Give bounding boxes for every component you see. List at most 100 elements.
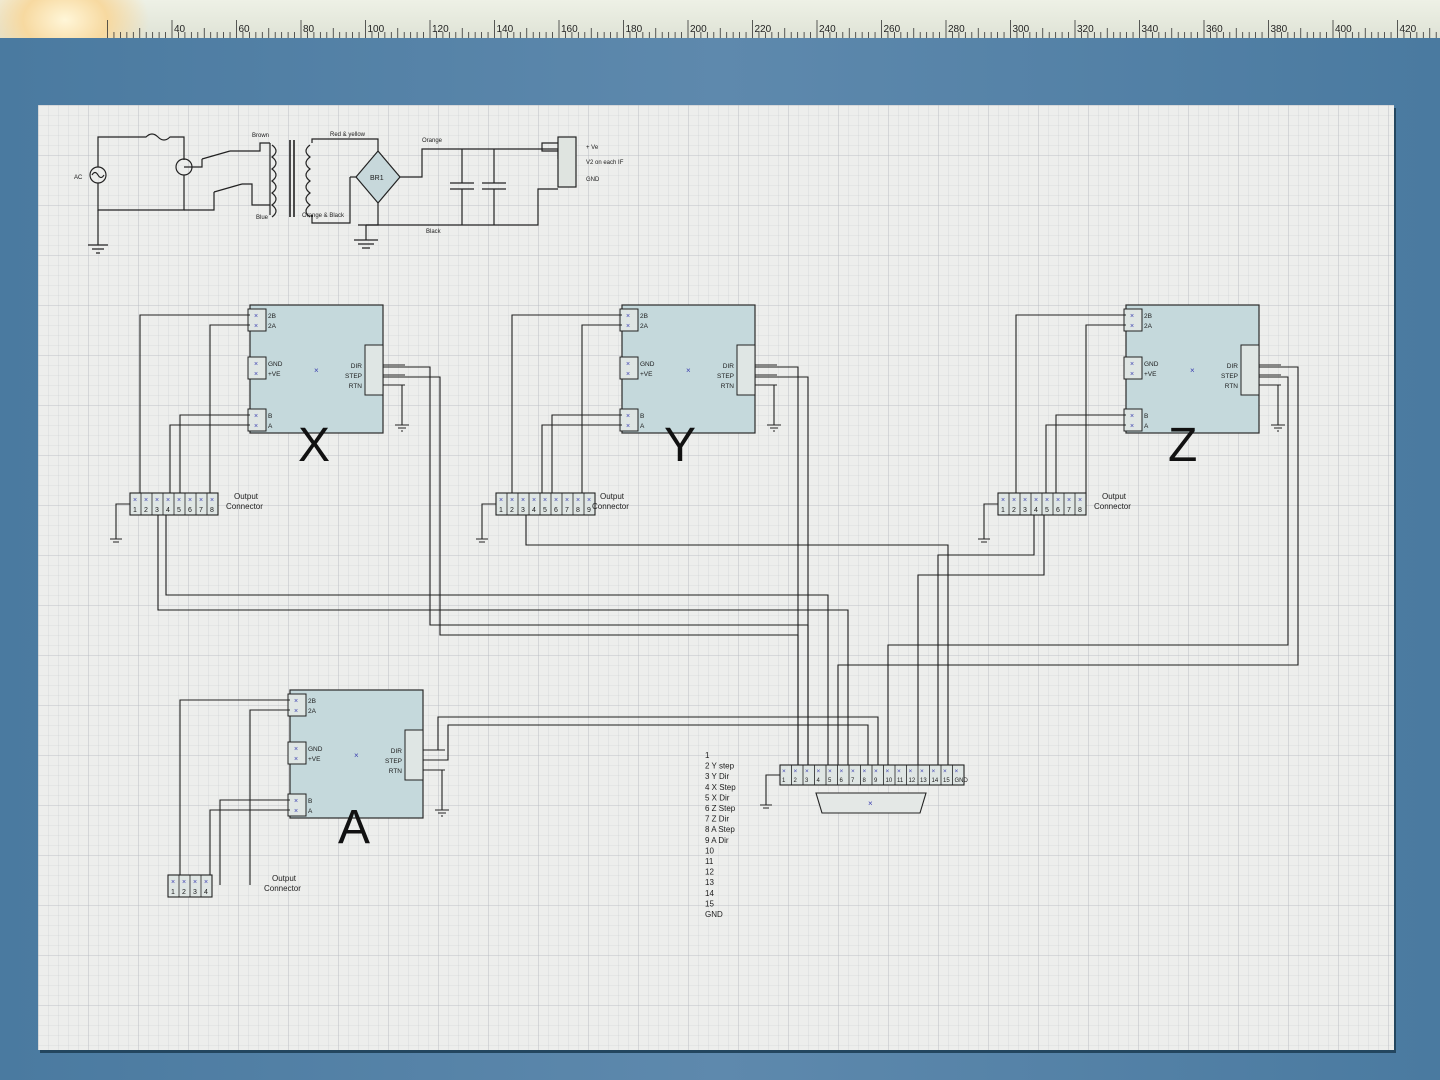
pin-marker-icon: × <box>1023 497 1027 504</box>
pin-marker-icon: × <box>254 323 258 330</box>
pin-marker-icon: × <box>932 768 936 775</box>
coil-wire <box>511 314 622 500</box>
pin-marker-icon: × <box>294 746 298 753</box>
ground-icon <box>383 384 409 432</box>
pin-marker-icon: × <box>294 698 298 705</box>
driver-pin-label: RTN <box>721 383 735 390</box>
port-pin-number: 12 <box>909 778 916 784</box>
coil-wire <box>179 699 290 885</box>
power-supply-circuit[interactable] <box>88 133 577 254</box>
port-pin-number: 5 <box>828 778 832 784</box>
capacitor-2-icon <box>482 149 506 225</box>
pin-marker-icon: × <box>133 497 137 504</box>
pin-marker-icon: × <box>1130 323 1134 330</box>
power-label-orange-black: Orange & Black <box>302 213 345 219</box>
power-label-orange: Orange <box>422 138 443 144</box>
pin-marker-icon: × <box>626 423 630 430</box>
pin-marker-icon: × <box>794 768 798 775</box>
power-label-brown: Brown <box>252 133 269 139</box>
pin-marker-icon: × <box>576 497 580 504</box>
pin-marker-icon: × <box>1130 371 1134 378</box>
connector-pin-number: 3 <box>1023 507 1027 514</box>
legend-line: 4 X Step <box>705 783 736 792</box>
ruler-label: 200 <box>690 24 707 35</box>
driver-pin-label: B <box>268 413 272 420</box>
connector-pin-number: 8 <box>576 507 580 514</box>
ruler-label: 180 <box>626 24 643 35</box>
ground-icon <box>110 503 130 543</box>
driver-signal-block <box>364 344 384 396</box>
ruler-label: 220 <box>755 24 772 35</box>
capacitor-1-icon <box>450 149 474 225</box>
pin-marker-icon: × <box>587 497 591 504</box>
parallel-port-connector[interactable]: ×1×2×3×4×5×6×7×8×9×10×11×12×13×14×15×GND… <box>760 764 969 814</box>
connector-pin-number: 7 <box>199 507 203 514</box>
pin-marker-icon: × <box>188 497 192 504</box>
power-label-each: V2 on each IF <box>586 160 624 166</box>
power-label-ve: + Ve <box>586 145 599 151</box>
power-label-gnd: GND <box>586 177 600 183</box>
port-pin-number: 11 <box>897 778 904 784</box>
ground-icon <box>1259 384 1285 432</box>
connector-pin-number: 4 <box>204 889 208 896</box>
driver-terminal-block <box>247 356 267 380</box>
connector-pin-number: 1 <box>499 507 503 514</box>
pin-marker-icon: × <box>840 768 844 775</box>
legend-line: 12 <box>705 868 714 877</box>
driver-pin-label: 2A <box>1144 323 1153 330</box>
driver-body <box>621 304 756 434</box>
legend-line: 5 X Dir <box>705 793 730 802</box>
pin-marker-icon: × <box>943 768 947 775</box>
coil-wire <box>551 414 622 500</box>
center-marker-icon: × <box>1190 366 1195 375</box>
connector-pin-number: 3 <box>521 507 525 514</box>
legend-line: 9 A Dir <box>705 836 729 845</box>
pin-marker-icon: × <box>955 768 959 775</box>
connector-pin-number: 5 <box>543 507 547 514</box>
legend-line: GND <box>705 910 723 919</box>
ground-icon <box>423 769 449 817</box>
coil-wire <box>1045 424 1126 500</box>
pin-marker-icon: × <box>626 413 630 420</box>
schematic-sheet[interactable]: AC Brown Blue Red & yellow Orange & Blac… <box>38 105 1394 1050</box>
driver-pin-label: STEP <box>717 373 734 380</box>
pin-marker-icon: × <box>626 323 630 330</box>
driver-pin-label: GND <box>268 361 283 368</box>
power-label-blue: Blue <box>256 215 269 221</box>
center-marker-icon: × <box>314 366 319 375</box>
pin-marker-icon: × <box>521 497 525 504</box>
driver-terminal-block <box>1123 356 1143 380</box>
pin-marker-icon: × <box>254 371 258 378</box>
power-label-black: Black <box>426 229 442 235</box>
pin-marker-icon: × <box>909 768 913 775</box>
ruler-label: 340 <box>1142 24 1159 35</box>
ruler-label: 140 <box>497 24 514 35</box>
power-label-bridge: BR1 <box>370 175 384 182</box>
driver-terminal-block <box>247 308 267 332</box>
legend-line: 2 Y step <box>705 762 735 771</box>
transformer-secondary-icon <box>305 144 311 218</box>
connector-pin-number: 3 <box>155 507 159 514</box>
pin-marker-icon: × <box>1012 497 1016 504</box>
coil-wire <box>209 324 250 500</box>
port-pin-number: 13 <box>920 778 927 784</box>
connector-label: Output <box>234 492 259 501</box>
transformer-primary-icon <box>271 144 277 218</box>
pin-marker-icon: × <box>199 497 203 504</box>
pin-marker-icon: × <box>817 768 821 775</box>
driver-pin-label: B <box>1144 413 1148 420</box>
driver-pin-label: +VE <box>268 371 281 378</box>
pin-marker-icon: × <box>254 423 258 430</box>
driver-pin-label: A <box>640 423 645 430</box>
pin-marker-icon: × <box>874 768 878 775</box>
driver-pin-label: 2B <box>268 313 276 320</box>
